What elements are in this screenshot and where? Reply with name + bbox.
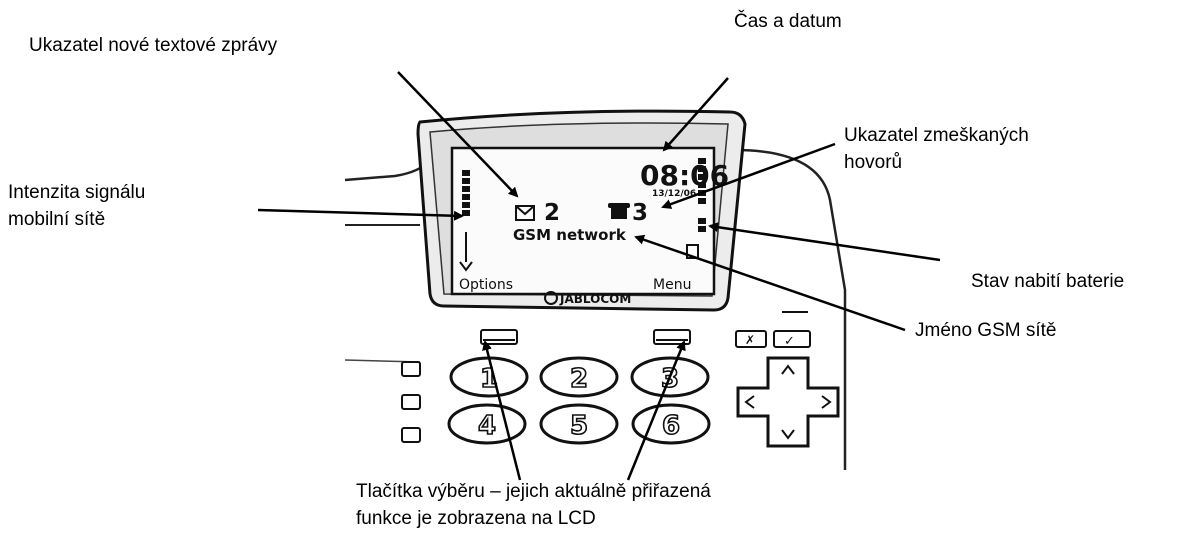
nav-down-icon [781, 429, 795, 440]
nav-up-icon [781, 364, 795, 375]
svg-text:✗: ✗ [745, 333, 755, 347]
lcd-network-name: GSM network [513, 226, 627, 244]
lcd-missed-count: 3 [632, 200, 648, 226]
label-network-name: Jméno GSM sítě [915, 320, 1057, 341]
brand-name: JABLOCOM [559, 292, 631, 306]
nav-left-icon [744, 395, 755, 409]
key-4 [447, 403, 527, 445]
label-missed-calls-1: Ukazatel zmeškaných [844, 125, 1029, 146]
key-2-label: 2 [570, 364, 588, 394]
label-time-date: Čas a datum [734, 11, 842, 32]
keypad: 1 2 3 4 5 6 [447, 356, 711, 445]
arrow-network-name [634, 234, 906, 332]
end-call-button [735, 330, 767, 348]
memory-key-1 [401, 361, 421, 377]
label-softkeys-1: Tlačítka výběru – jejich aktuálně přiřaz… [356, 481, 711, 502]
key-6-label: 6 [662, 411, 680, 441]
phone-body-outline [344, 148, 847, 470]
send-call-button [773, 330, 811, 348]
envelope-icon [515, 205, 535, 221]
handset-icon [608, 203, 630, 219]
arrow-left-softkey [482, 340, 522, 481]
label-softkeys-2: funkce je zobrazena na LCD [356, 508, 596, 529]
label-battery: Stav nabití baterie [971, 271, 1125, 292]
signal-bars [462, 170, 470, 216]
navigation-pad [736, 356, 840, 448]
arrow-battery [708, 222, 941, 262]
key-2 [539, 356, 619, 398]
lcd-time: 08:06 [640, 159, 729, 192]
arrow-signal [257, 208, 464, 221]
key-6 [631, 403, 711, 445]
lcd-date: 13/12/06 [652, 189, 696, 199]
callout-arrows [257, 71, 941, 481]
right-softkey-button [653, 329, 691, 345]
nav-right-icon [821, 395, 832, 409]
key-5 [539, 403, 619, 445]
label-signal-1: Intenzita signálu [8, 182, 146, 203]
memory-key-3 [401, 427, 421, 443]
left-softkey-button [480, 329, 518, 345]
lcd-sms-count: 2 [544, 200, 560, 226]
lcd-left-softkey: Options [459, 277, 513, 293]
brand-logo-icon [544, 291, 558, 305]
key-5-label: 5 [570, 411, 588, 441]
label-new-sms: Ukazatel nové textové zprávy [29, 35, 278, 56]
svg-text:✓: ✓ [784, 334, 795, 349]
arrow-time-date [662, 77, 729, 152]
key-4-label: 4 [478, 411, 496, 441]
label-missed-calls-2: hovorů [844, 152, 903, 173]
arrow-missed-calls [661, 142, 836, 209]
label-signal-2: mobilní sítě [8, 209, 106, 230]
arrow-new-sms [397, 71, 519, 198]
lcd-right-softkey: Menu [653, 277, 691, 293]
arrow-right-softkey [626, 340, 686, 481]
battery-icon [686, 244, 699, 259]
memory-key-2 [401, 394, 421, 410]
